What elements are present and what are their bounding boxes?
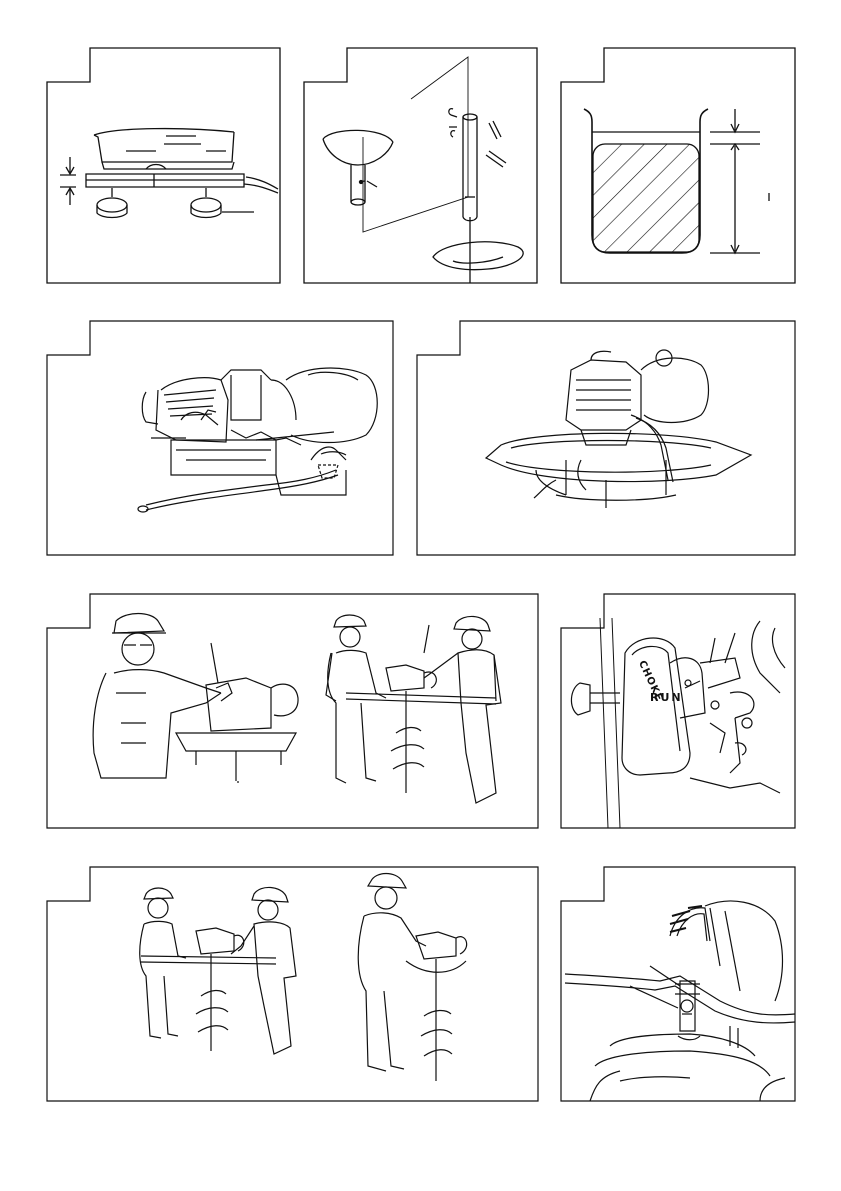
figure-7-choke-lever: CHOKE RUN [560,593,796,829]
figure-2-auger-pin [303,47,538,284]
figure-frame [47,321,393,555]
run-label: RUN [650,691,683,704]
operator-right-b [424,616,501,803]
operator-left [93,614,232,779]
figure-1-clamp [46,47,281,284]
figure-frame [47,48,280,283]
fuel-hatched-area [593,144,699,252]
figure-frame [417,321,795,555]
figure-5-engine-frame [416,320,796,556]
operator-single [358,874,426,1072]
figure-9-fuel-filter [560,866,796,1102]
operator-pair-left [140,887,296,1054]
figure-frame [47,867,538,1101]
figure-3-fuel-level [560,47,796,284]
figure-6-operators-starting [46,593,539,829]
figure-frame [561,594,795,828]
clamp-knob-left [97,188,127,218]
figure-frame [304,48,537,283]
figure-4-engine-cable [46,320,394,556]
clamp-knob-right [191,188,254,218]
figure-8-operators-drilling [46,866,539,1102]
